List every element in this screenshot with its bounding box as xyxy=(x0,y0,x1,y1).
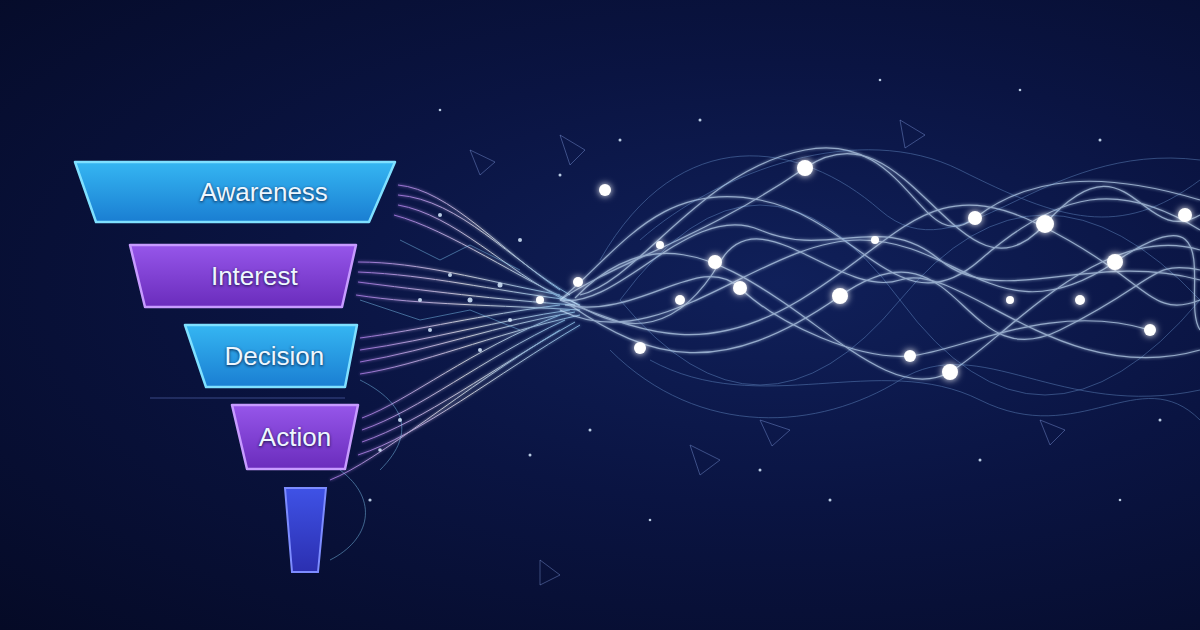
funnel-band: Decision xyxy=(185,325,357,387)
stage-label: Interest xyxy=(211,263,298,289)
funnel-band: Interest xyxy=(130,245,356,307)
stage-label: Action xyxy=(259,424,331,450)
funnel-tip xyxy=(285,488,326,572)
funnel-band: Action xyxy=(232,405,358,469)
stage-label: Awareness xyxy=(200,179,328,205)
stage-label: Decision xyxy=(225,343,325,369)
funnel-band: Awareness xyxy=(75,162,395,222)
